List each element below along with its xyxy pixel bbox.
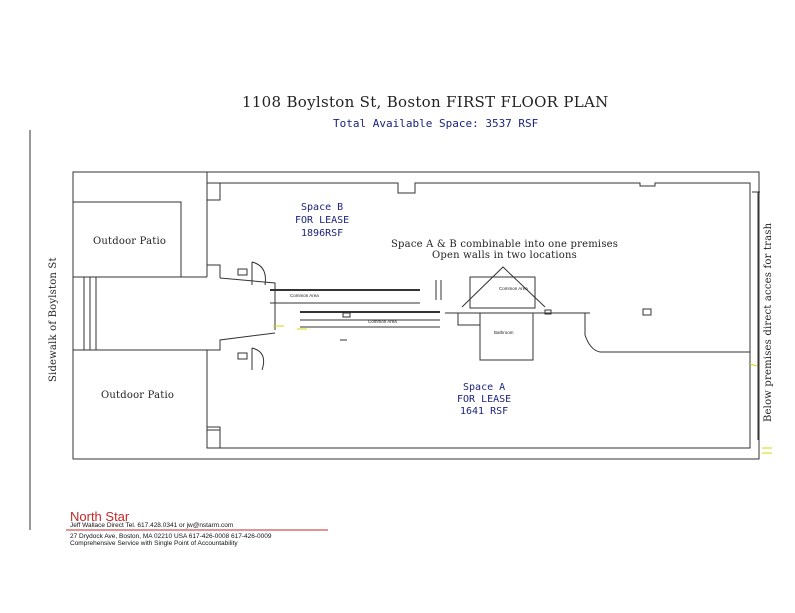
space-b-size: 1896RSF — [301, 228, 344, 239]
space-a-status: FOR LEASE — [457, 394, 512, 405]
trash-access-label: Below premises direct acces for trash — [763, 222, 774, 422]
common-area-label-1: Common Area — [290, 293, 319, 298]
space-a-label: Space A FOR LEASE 1641 RSF — [457, 382, 511, 418]
common-area-label-2: Common Area — [368, 319, 397, 324]
footer-contact: Jeff Wallace Direct Tel. 617.428.0341 or… — [70, 522, 234, 529]
brand-logo: North Star — [70, 509, 130, 524]
space-b-status: FOR LEASE — [295, 215, 350, 226]
page-title: 1108 Boylston St, Boston FIRST FLOOR PLA… — [242, 93, 609, 111]
footer-tagline: Comprehensive Service with Single Point … — [70, 540, 238, 547]
bathroom-label: Bathroom — [494, 330, 514, 335]
footer-address: 27 Drydock Ave, Boston, MA 02210 USA 617… — [70, 533, 272, 540]
open-walls-note: Open walls in two locations — [432, 250, 577, 261]
space-a-name: Space A — [463, 382, 506, 393]
space-b-label: Space B FOR LEASE 1896RSF — [295, 201, 349, 240]
sidewalk-label: Sidewalk of Boylston St — [48, 257, 59, 382]
page-subtitle: Total Available Space: 3537 RSF — [333, 117, 539, 130]
space-b-name: Space B — [301, 202, 344, 213]
outdoor-patio-bottom-label: Outdoor Patio — [101, 390, 175, 401]
space-a-size: 1641 RSF — [460, 406, 509, 417]
outdoor-patio-top-label: Outdoor Patio — [93, 236, 167, 247]
combinable-note: Space A & B combinable into one premises — [391, 239, 619, 250]
common-area-label-3: Common Area — [499, 286, 528, 291]
